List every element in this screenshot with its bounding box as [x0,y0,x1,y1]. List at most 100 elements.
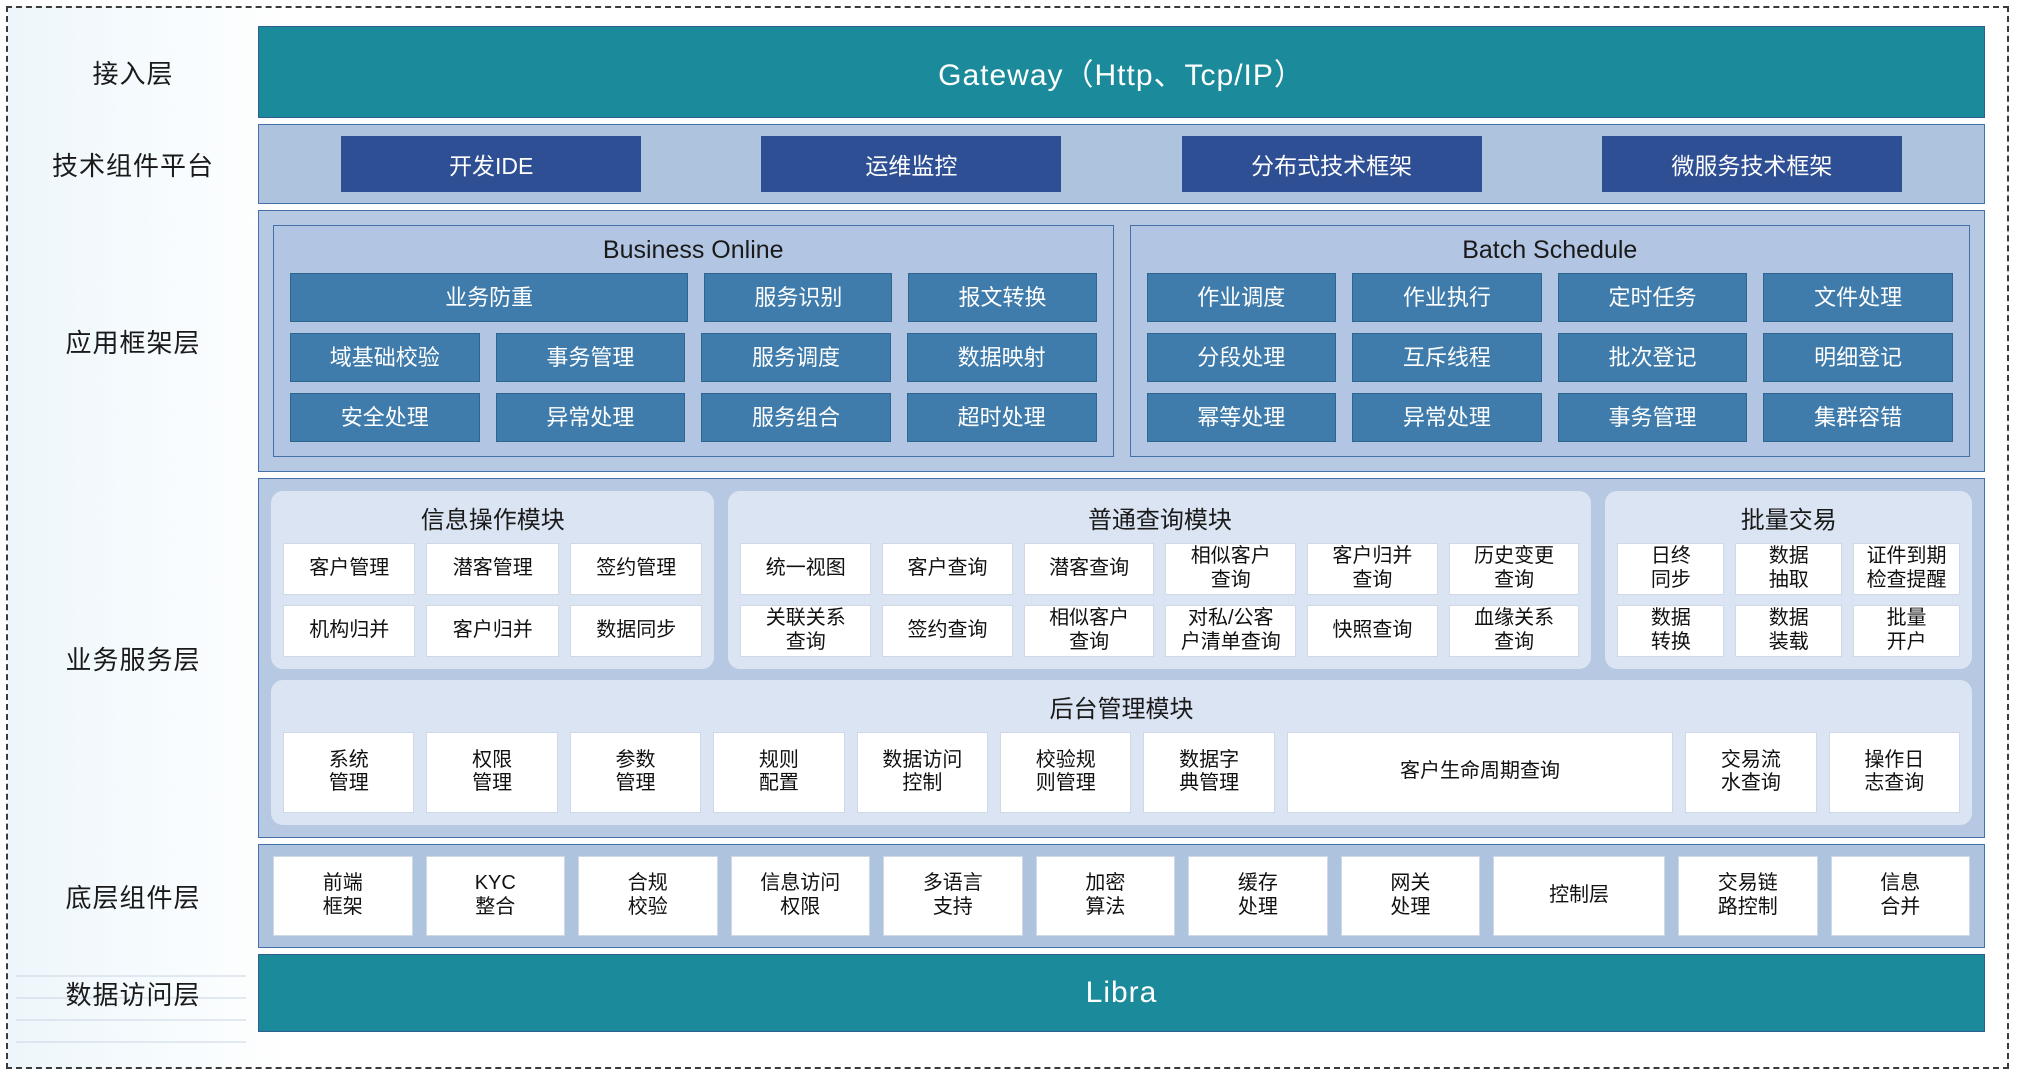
admin-module-cell[interactable]: 数据访问控制 [856,731,989,813]
admin-module-cell[interactable]: 权限管理 [426,731,558,813]
base-component-cell[interactable]: 多语言支持 [883,856,1023,936]
app-framework-cell[interactable]: 幂等处理 [1146,393,1337,442]
app-framework-cell[interactable]: 定时任务 [1557,273,1748,322]
app-framework-cell[interactable]: 安全处理 [290,393,480,442]
app-framework-group-title: Batch Schedule [1462,236,1638,264]
app-framework-cell[interactable]: 数据映射 [906,333,1097,382]
app-framework-cell[interactable]: 批次登记 [1557,333,1748,382]
tech-chip-3[interactable]: 微服务技术框架 [1601,136,1902,192]
app-framework-cell[interactable]: 作业调度 [1146,273,1337,322]
app-framework-cell[interactable]: 报文转换 [908,273,1097,322]
app-framework-cell[interactable]: 分段处理 [1146,333,1337,382]
business-service-cell[interactable]: 血缘关系查询 [1448,604,1580,657]
base-component-cell[interactable]: 缓存处理 [1188,856,1328,936]
business-service-cell[interactable]: 关联关系查询 [740,604,872,657]
app-framework-cell[interactable]: 业务防重 [290,273,689,322]
layer-label-business-service: 业务服务层 [65,644,201,675]
app-framework-cell[interactable]: 服务组合 [701,393,891,442]
app-framework-cell[interactable]: 集群容错 [1763,393,1953,442]
base-component-cell[interactable]: 信息访问权限 [730,856,871,936]
tech-chip-2[interactable]: 分布式技术框架 [1181,136,1482,192]
layer-label-tech-platform: 技术组件平台 [51,150,214,181]
business-service-cell[interactable]: 统一视图 [740,543,872,595]
layer-label-base-component: 底层组件层 [65,882,201,913]
business-service-cell[interactable]: 潜客查询 [1023,543,1155,595]
app-framework-cell[interactable]: 事务管理 [495,333,686,382]
tech-chip-0[interactable]: 开发IDE [341,136,642,192]
business-service-card-2: 批量交易日终同步数据抽取证件到期检查提醒数据转换数据装载批量开户 [1605,491,1972,669]
app-framework-cell[interactable]: 服务调度 [701,333,891,382]
business-service-row: 日终同步数据抽取证件到期检查提醒 [1617,543,1960,595]
business-service-cell[interactable]: 数据抽取 [1735,543,1843,595]
business-service-cell[interactable]: 签约管理 [569,543,703,595]
app-framework-row: 作业调度作业执行定时任务文件处理 [1146,273,1953,322]
admin-module-title: 后台管理模块 [1049,695,1194,723]
app-framework-cell[interactable]: 互斥线程 [1352,333,1542,382]
business-service-cell[interactable]: 客户归并 [426,604,559,657]
base-component-cell[interactable]: 网关处理 [1340,856,1481,936]
libra-bar[interactable]: Libra [258,954,1985,1032]
business-service-cell[interactable]: 证件到期检查提醒 [1853,543,1960,595]
admin-module-cell[interactable]: 规则配置 [713,731,845,813]
admin-module-row: 系统管理权限管理参数管理规则配置数据访问控制校验规则管理数据字典管理客户生命周期… [283,731,1961,813]
admin-module-cell[interactable]: 操作日志查询 [1828,731,1961,813]
admin-module-card: 后台管理模块 系统管理权限管理参数管理规则配置数据访问控制校验规则管理数据字典管… [271,679,1972,825]
base-component-cell[interactable]: 合规校验 [578,856,718,936]
business-service-cell[interactable]: 批量开户 [1853,604,1960,657]
business-service-cell[interactable]: 潜客管理 [426,543,559,595]
business-service-cell[interactable]: 对私/公客户清单查询 [1165,604,1297,657]
base-component-cell[interactable]: 交易链路控制 [1678,856,1818,936]
app-framework-row: 幂等处理异常处理事务管理集群容错 [1146,393,1953,442]
app-framework-cell[interactable]: 事务管理 [1557,393,1748,442]
layer-label-app-framework: 应用框架层 [65,327,201,358]
business-service-row: 客户管理潜客管理签约管理 [283,543,703,595]
app-framework-cell[interactable]: 文件处理 [1763,273,1953,322]
business-service-card-title: 普通查询模块 [1087,507,1232,534]
business-service-row: 关联关系查询签约查询相似客户查询对私/公客户清单查询快照查询血缘关系查询 [740,604,1580,657]
app-framework-cell[interactable]: 异常处理 [1352,393,1542,442]
base-component-cell[interactable]: 加密算法 [1035,856,1176,936]
app-framework-cell[interactable]: 服务识别 [704,273,893,322]
business-service-panel: 信息操作模块客户管理潜客管理签约管理机构归并客户归并数据同步普通查询模块统一视图… [258,478,1985,838]
business-service-cell[interactable]: 历史变更查询 [1448,543,1580,595]
business-service-cell[interactable]: 数据装载 [1735,604,1843,657]
base-component-cell[interactable]: 控制层 [1493,856,1666,936]
app-framework-row: 分段处理互斥线程批次登记明细登记 [1146,333,1953,382]
tech-chip-1[interactable]: 运维监控 [761,136,1062,192]
business-service-cell[interactable]: 数据转换 [1617,604,1725,657]
business-service-card-0: 信息操作模块客户管理潜客管理签约管理机构归并客户归并数据同步 [271,491,715,669]
business-service-cell[interactable]: 客户归并查询 [1307,543,1438,595]
business-service-cell[interactable]: 签约查询 [882,604,1013,657]
business-service-cell[interactable]: 客户查询 [882,543,1013,595]
business-service-cell[interactable]: 客户管理 [283,543,416,595]
admin-module-cell[interactable]: 客户生命周期查询 [1286,731,1674,813]
app-framework-row: 域基础校验事务管理服务调度数据映射 [290,333,1097,382]
app-framework-cell[interactable]: 异常处理 [495,393,686,442]
business-service-row: 数据转换数据装载批量开户 [1617,604,1960,657]
app-framework-cell[interactable]: 域基础校验 [290,333,480,382]
admin-module-cell[interactable]: 参数管理 [569,731,702,813]
base-component-cell[interactable]: 前端框架 [273,856,413,936]
business-service-cell[interactable]: 数据同步 [569,604,703,657]
gateway-bar[interactable]: Gateway（Http、Tcp/IP） [258,26,1985,118]
base-component-cell[interactable]: 信息合并 [1830,856,1971,936]
business-service-cell[interactable]: 相似客户查询 [1023,604,1155,657]
business-service-cell[interactable]: 快照查询 [1307,604,1438,657]
app-framework-cell[interactable]: 超时处理 [906,393,1097,442]
admin-module-cell[interactable]: 交易流水查询 [1685,731,1817,813]
business-service-cell[interactable]: 机构归并 [283,604,416,657]
business-service-cell[interactable]: 日终同步 [1617,543,1725,595]
app-framework-cell[interactable]: 作业执行 [1352,273,1542,322]
admin-module-cell[interactable]: 数据字典管理 [1143,731,1275,813]
app-framework-cell[interactable]: 明细登记 [1763,333,1953,382]
business-service-cell[interactable]: 相似客户查询 [1165,543,1297,595]
tech-platform-strip: 开发IDE 运维监控 分布式技术框架 微服务技术框架 [258,124,1985,204]
admin-module-cell[interactable]: 系统管理 [283,731,415,813]
admin-module-wrapper: 后台管理模块 系统管理权限管理参数管理规则配置数据访问控制校验规则管理数据字典管… [271,679,1972,825]
admin-module-cell[interactable]: 校验规则管理 [1000,731,1132,813]
business-service-row: 统一视图客户查询潜客查询相似客户查询客户归并查询历史变更查询 [740,543,1580,595]
